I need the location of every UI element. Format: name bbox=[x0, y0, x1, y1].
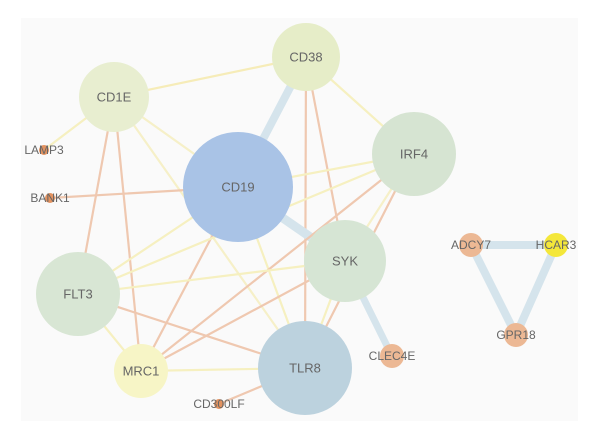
node-label-bank1: BANK1 bbox=[30, 191, 70, 205]
node-label-gpr18: GPR18 bbox=[496, 328, 536, 342]
node-cd19[interactable]: CD19 bbox=[183, 132, 293, 242]
node-cd1e[interactable]: CD1E bbox=[79, 62, 149, 132]
node-label-cd1e: CD1E bbox=[97, 90, 132, 105]
node-circle-syk[interactable] bbox=[304, 220, 386, 302]
node-circle-cd1e[interactable] bbox=[79, 62, 149, 132]
node-flt3[interactable]: FLT3 bbox=[36, 252, 120, 336]
edge-syk-flt3 bbox=[76, 259, 347, 296]
node-irf4[interactable]: IRF4 bbox=[372, 112, 456, 196]
edge-irf4-mrc1 bbox=[139, 152, 416, 373]
edge-adcy7-gpr18 bbox=[467, 241, 520, 339]
node-tlr8[interactable]: TLR8 bbox=[258, 321, 352, 415]
node-label-cd300lf: CD300LF bbox=[193, 397, 244, 411]
node-label-syk: SYK bbox=[332, 254, 358, 269]
node-circle-adcy7[interactable] bbox=[459, 233, 483, 257]
node-circle-clec4e[interactable] bbox=[380, 344, 404, 368]
node-label-tlr8: TLR8 bbox=[289, 361, 321, 376]
node-label-adcy7: ADCY7 bbox=[451, 238, 491, 252]
node-label-irf4: IRF4 bbox=[400, 147, 428, 162]
node-circle-bank1[interactable] bbox=[45, 193, 55, 203]
node-cd300lf[interactable]: CD300LF bbox=[193, 397, 244, 411]
node-gpr18[interactable]: GPR18 bbox=[496, 323, 536, 347]
node-circle-cd19[interactable] bbox=[183, 132, 293, 242]
node-circle-lamp3[interactable] bbox=[39, 145, 49, 155]
node-hcar3[interactable]: HCAR3 bbox=[536, 233, 577, 257]
node-lamp3[interactable]: LAMP3 bbox=[24, 143, 64, 157]
node-circle-gpr18[interactable] bbox=[504, 323, 528, 347]
node-circle-irf4[interactable] bbox=[372, 112, 456, 196]
node-label-hcar3: HCAR3 bbox=[536, 238, 577, 252]
edge-hcar3-gpr18 bbox=[512, 241, 560, 339]
node-mrc1[interactable]: MRC1 bbox=[114, 344, 168, 398]
node-adcy7[interactable]: ADCY7 bbox=[451, 233, 491, 257]
node-cd38[interactable]: CD38 bbox=[272, 23, 340, 91]
node-circle-cd38[interactable] bbox=[272, 23, 340, 91]
node-bank1[interactable]: BANK1 bbox=[30, 191, 70, 205]
node-label-cd38: CD38 bbox=[289, 50, 322, 65]
node-circle-hcar3[interactable] bbox=[544, 233, 568, 257]
node-label-cd19: CD19 bbox=[221, 180, 254, 195]
node-label-mrc1: MRC1 bbox=[123, 364, 160, 379]
edge-cd38-tlr8 bbox=[303, 55, 308, 370]
node-circle-flt3[interactable] bbox=[36, 252, 120, 336]
node-label-clec4e: CLEC4E bbox=[369, 349, 416, 363]
node-circle-cd300lf[interactable] bbox=[214, 399, 224, 409]
edge-cd1e-mrc1 bbox=[112, 95, 143, 373]
node-label-lamp3: LAMP3 bbox=[24, 143, 64, 157]
node-circle-tlr8[interactable] bbox=[258, 321, 352, 415]
node-syk[interactable]: SYK bbox=[304, 220, 386, 302]
node-clec4e[interactable]: CLEC4E bbox=[369, 344, 416, 368]
node-label-flt3: FLT3 bbox=[63, 287, 92, 302]
node-circle-mrc1[interactable] bbox=[114, 344, 168, 398]
